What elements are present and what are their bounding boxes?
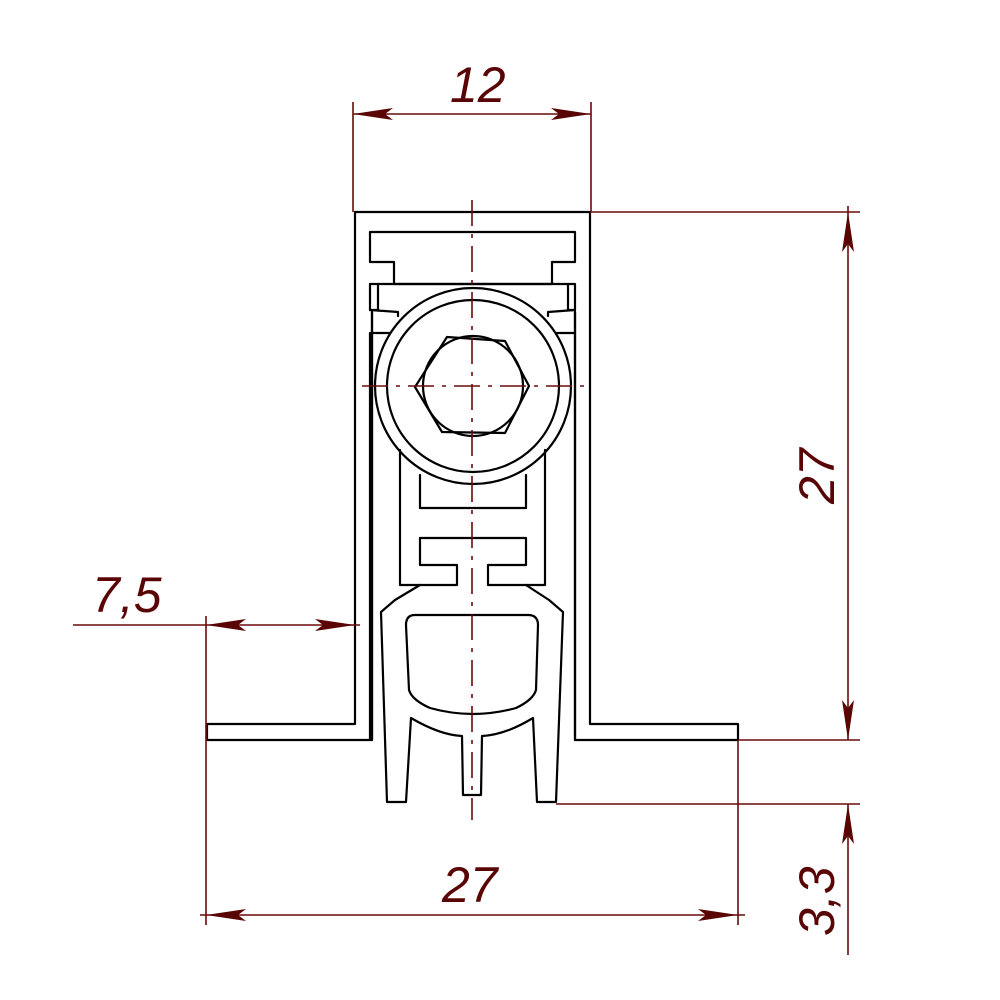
dimension-label-seal-drop: 3,3 [789,866,845,936]
dimension-label-height: 27 [789,446,845,505]
dimension-label-flange-offset: 7,5 [92,567,162,623]
dimension-flange-offset: 7,5 [73,567,360,925]
seal-profile [379,583,565,804]
dimension-seal-drop: 3,3 [556,803,860,955]
dimension-label-top-width: 12 [450,57,506,113]
inner-carriage [398,448,547,587]
dimension-height: 27 [590,206,860,741]
top-retainer-block [368,230,577,742]
center-lines [362,200,585,820]
dimension-label-base-width: 27 [441,857,500,913]
dimension-top-width: 12 [352,57,592,212]
dimension-base-width: 27 [200,740,745,925]
